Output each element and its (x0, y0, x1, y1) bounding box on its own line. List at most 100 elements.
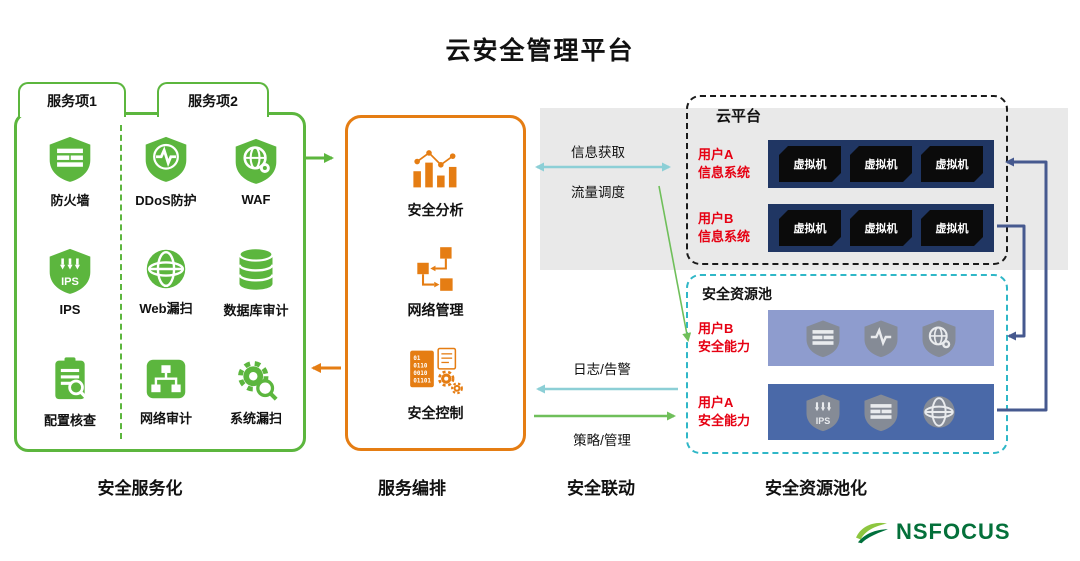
resource-pool-title: 安全资源池 (702, 286, 772, 302)
vm-bar-user-a: 虚拟机 虚拟机 虚拟机 (768, 140, 994, 188)
tenant-user: 用户A (698, 394, 734, 410)
service-label: 防火墙 (50, 193, 90, 208)
capability-bar-user-a: IPS (768, 384, 994, 440)
waf-shield-gray-icon (922, 320, 956, 357)
service-item-ips: IPS IPS (19, 227, 121, 337)
ips-icon-text: IPS (61, 276, 79, 288)
label-policy-management: 策略/管理 (573, 433, 631, 448)
cloud-tenant-row-a: 用户A 信息系统 虚拟机 虚拟机 虚拟机 (698, 140, 994, 188)
system-scan-icon (238, 361, 278, 401)
vm-chip-label: 虚拟机 (793, 223, 827, 235)
service-label: 数据库审计 (223, 303, 289, 318)
cloud-tenant-row-b: 用户B 信息系统 虚拟机 虚拟机 虚拟机 (698, 204, 994, 252)
tenant-system: 信息系统 (698, 229, 751, 244)
config-check-icon (55, 357, 87, 400)
orchestration-label: 网络管理 (407, 301, 464, 318)
tab-service-item-1: 服务项1 (18, 82, 126, 117)
tenant-b-label: 用户B 信息系统 (698, 210, 760, 246)
tab-service-item-1-label: 服务项1 (47, 92, 97, 109)
pool-tenant-row-b: 用户B 安全能力 (698, 310, 994, 366)
caption-resource-pooling: 安全资源池化 (765, 479, 867, 498)
service-label: 配置核查 (43, 413, 96, 428)
vendor-logo: NSFOCUS (853, 517, 1011, 547)
service-item-web-scan: Web漏扫 (121, 227, 211, 337)
binary-line: 01 (413, 356, 420, 362)
orchestration-panel: 安全分析 网络管理 01 0110 0010 01101 (345, 115, 526, 451)
capability-bar-user-b (768, 310, 994, 366)
security-services-panel: 防火墙 DDoS防护 WAF (14, 112, 306, 452)
service-label: Web漏扫 (139, 301, 193, 316)
ips-shield-icon: IPS (49, 248, 91, 294)
binary-line: 0010 (413, 371, 427, 377)
ips-icon-text: IPS (816, 415, 831, 425)
pool-tenant-row-a: 用户A 安全能力 IPS (698, 384, 994, 440)
service-item-network-audit: 网络审计 (121, 337, 211, 447)
services-grid: 防火墙 DDoS防护 WAF (19, 117, 301, 447)
tenant-capability: 安全能力 (698, 413, 751, 428)
orchestration-label: 安全分析 (407, 201, 464, 218)
web-scan-globe-icon (146, 249, 186, 289)
pool-tenant-b-label: 用户B 安全能力 (698, 320, 760, 356)
cloud-platform-box: 云平台 用户A 信息系统 虚拟机 虚拟机 虚拟机 用户B 信息系统 虚拟机 虚拟… (686, 95, 1008, 265)
caption-security-servitization: 安全服务化 (97, 479, 183, 498)
service-item-db-audit: 数据库审计 (211, 227, 301, 337)
services-dashed-divider (120, 125, 122, 439)
vm-chip: 虚拟机 (850, 210, 912, 246)
tenant-user: 用户B (698, 210, 734, 226)
security-analysis-icon (412, 149, 456, 188)
vm-chip-label: 虚拟机 (793, 159, 827, 171)
service-label: WAF (241, 192, 271, 207)
vm-chip-label: 虚拟机 (864, 159, 898, 171)
vm-chip-label: 虚拟机 (935, 223, 969, 235)
tenant-a-label: 用户A 信息系统 (698, 146, 760, 182)
service-item-ddos: DDoS防护 (121, 117, 211, 227)
label-info-fetch: 信息获取 (571, 145, 625, 160)
vm-chip: 虚拟机 (921, 146, 983, 182)
service-item-firewall: 防火墙 (19, 117, 121, 227)
caption-service-orchestration: 服务编排 (378, 479, 446, 498)
service-item-config-check: 配置核查 (19, 337, 121, 447)
caption-security-linkage: 安全联动 (567, 479, 635, 498)
service-label: 系统漏扫 (229, 411, 282, 426)
security-resource-pool-box: 安全资源池 用户B 安全能力 (686, 274, 1008, 454)
cloud-platform-title: 云平台 (716, 108, 762, 125)
vm-chip: 虚拟机 (921, 210, 983, 246)
vm-bar-user-b: 虚拟机 虚拟机 虚拟机 (768, 204, 994, 252)
tenant-capability: 安全能力 (698, 339, 751, 354)
service-item-system-scan: 系统漏扫 (211, 337, 301, 447)
nsfocus-leaf-icon (856, 522, 888, 544)
tab-service-item-2: 服务项2 (157, 82, 269, 117)
tab-service-item-2-label: 服务项2 (188, 92, 238, 109)
waf-shield-icon (235, 138, 277, 184)
orchestration-item-analysis: 安全分析 (408, 143, 464, 220)
service-item-waf: WAF (211, 117, 301, 227)
service-label: 网络审计 (139, 411, 192, 426)
ips-shield-gray-icon: IPS (806, 394, 840, 431)
database-audit-icon (238, 246, 274, 290)
pool-tenant-a-label: 用户A 安全能力 (698, 394, 760, 430)
network-audit-icon (146, 359, 186, 399)
pulse-shield-gray-icon (864, 320, 898, 357)
label-logs-alerts: 日志/告警 (573, 362, 631, 377)
tenant-user: 用户A (698, 146, 734, 162)
binary-line: 0110 (413, 364, 427, 370)
label-traffic-steering: 流量调度 (571, 185, 625, 200)
vm-chip: 虚拟机 (779, 210, 841, 246)
vm-chip-label: 虚拟机 (935, 159, 969, 171)
network-management-icon (416, 246, 453, 291)
orchestration-item-network: 网络管理 (408, 245, 464, 320)
service-label: IPS (59, 302, 81, 317)
firewall-shield-icon (49, 136, 91, 182)
binary-line: 01101 (413, 379, 431, 385)
ddos-shield-icon (145, 136, 187, 182)
orchestration-item-control: 01 0110 0010 01101 安全控制 (408, 344, 464, 423)
vm-chip: 虚拟机 (850, 146, 912, 182)
orchestration-label: 安全控制 (407, 405, 464, 422)
page-title: 云安全管理平台 (445, 37, 635, 65)
service-label: DDoS防护 (135, 193, 197, 208)
tenant-user: 用户B (698, 320, 734, 336)
vm-chip-label: 虚拟机 (864, 223, 898, 235)
nsfocus-logo-text: NSFOCUS (896, 519, 1011, 544)
vm-chip: 虚拟机 (779, 146, 841, 182)
